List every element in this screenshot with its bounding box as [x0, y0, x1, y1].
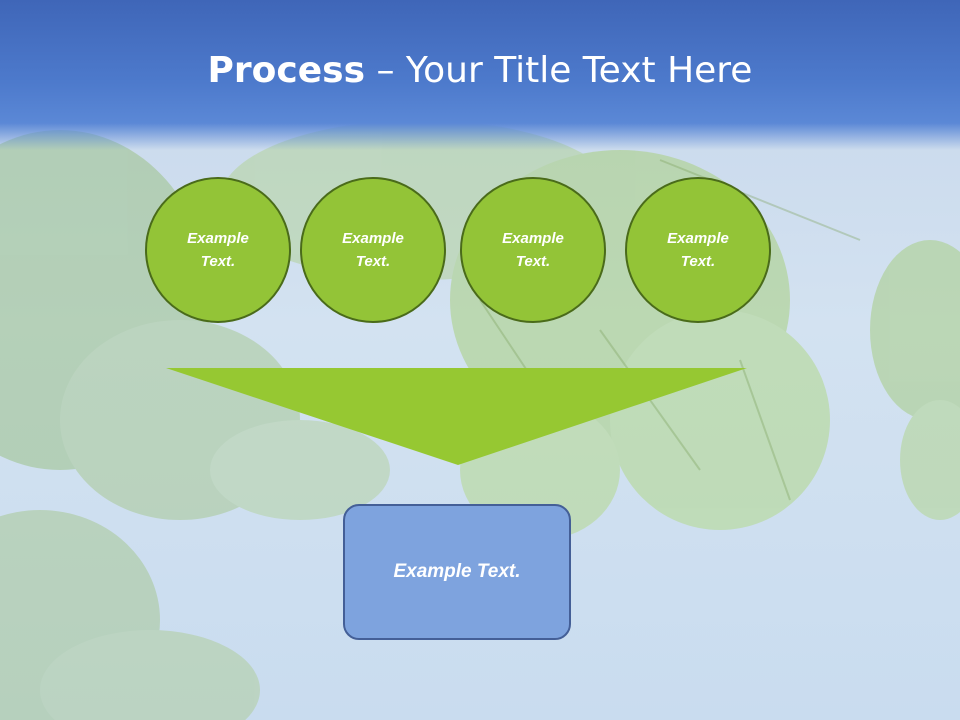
- title-rest: Your Title Text Here: [405, 50, 753, 91]
- circle-2-label: Example Text.: [342, 230, 404, 270]
- result-box-label: Example Text.: [393, 561, 521, 582]
- process-circle-2[interactable]: Example Text.: [300, 177, 446, 323]
- funnel-arrow: [166, 368, 747, 465]
- circle-4-label: Example Text.: [667, 230, 729, 270]
- result-box[interactable]: Example Text.: [343, 504, 571, 640]
- title-dash: –: [376, 50, 395, 91]
- circle-3-label: Example Text.: [502, 230, 564, 270]
- process-circle-3[interactable]: Example Text.: [460, 177, 606, 323]
- page-title: Process – Your Title Text Here: [0, 50, 960, 91]
- title-bar: [0, 0, 960, 150]
- process-circle-1[interactable]: Example Text.: [145, 177, 291, 323]
- title-bold: Process: [207, 50, 366, 91]
- circle-1-label: Example Text.: [187, 230, 249, 270]
- process-circle-4[interactable]: Example Text.: [625, 177, 771, 323]
